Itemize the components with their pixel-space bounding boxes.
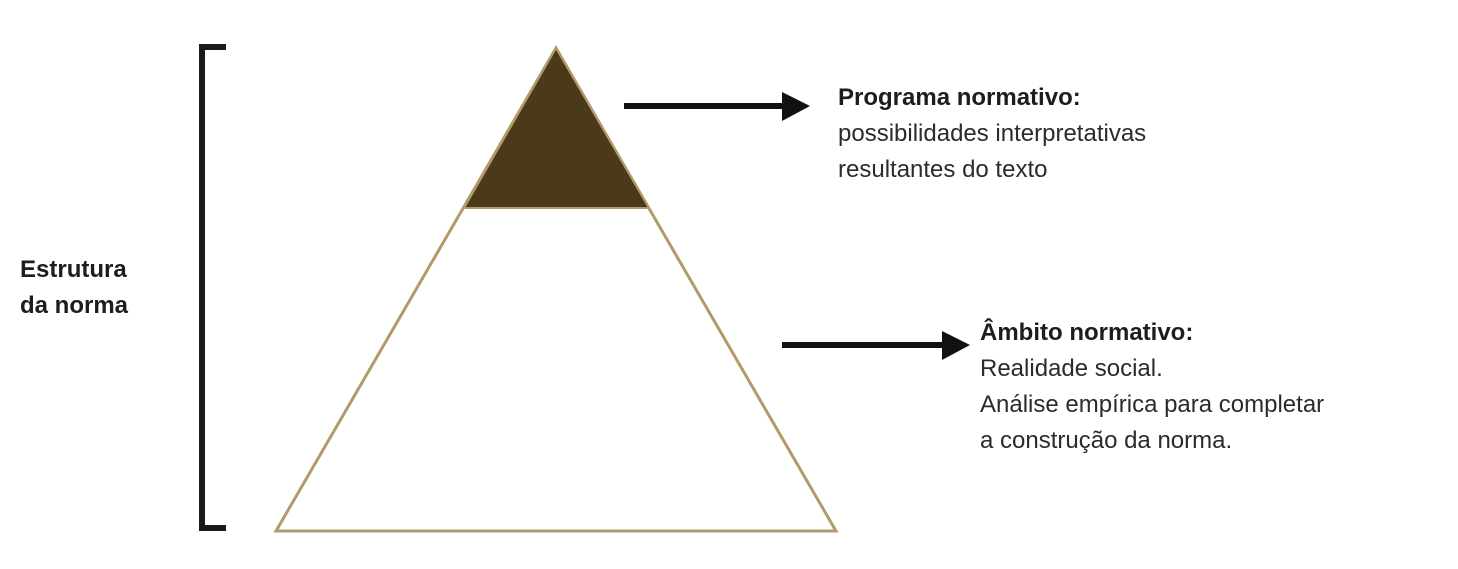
ambit-arrow <box>782 331 970 360</box>
structure-label-line-2: da norma <box>20 292 129 319</box>
pyramid-top-section <box>462 46 651 209</box>
program-normative-line-2: resultantes do texto <box>838 156 1048 183</box>
program-normative-line-1: possibilidades interpretativas <box>838 120 1147 147</box>
structure-label: Estrutura da norma <box>20 252 128 324</box>
structure-label-line-1: Estrutura <box>20 256 127 283</box>
ambit-normative-block: Âmbito normativo: Realidade social. Anál… <box>980 315 1324 459</box>
program-normative-block: Programa normativo: possibilidades inter… <box>838 80 1146 188</box>
pyramid-outline <box>273 45 839 533</box>
ambit-normative-line-2: Análise empírica para completar <box>980 391 1325 418</box>
structure-bracket <box>199 44 226 531</box>
program-normative-title: Programa normativo: <box>838 84 1081 111</box>
ambit-normative-line-1: Realidade social. <box>980 355 1163 382</box>
ambit-normative-line-3: a construção da norma. <box>980 427 1233 454</box>
ambit-normative-title: Âmbito normativo: <box>980 319 1194 346</box>
program-arrow <box>624 92 810 121</box>
